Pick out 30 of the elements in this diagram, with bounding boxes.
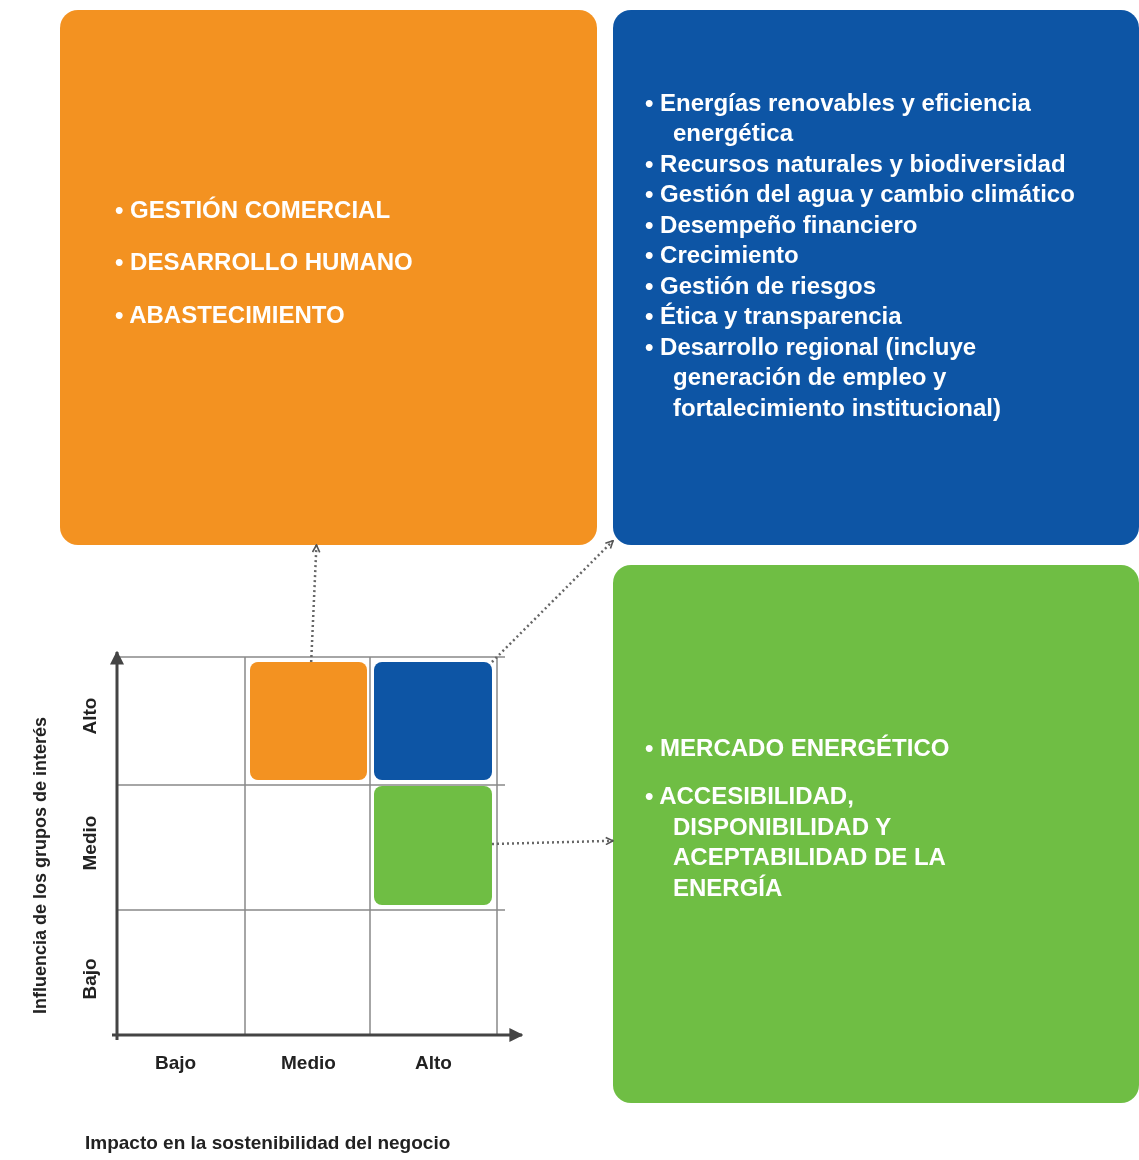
matrix-square <box>374 662 492 780</box>
topic-item: • MERCADO ENERGÉTICO <box>645 733 951 763</box>
topic-item: • Gestión de riesgos <box>645 270 878 301</box>
axis-tick-label: Medio <box>281 1052 336 1074</box>
axis-title: Impacto en la sostenibilidad del negocio <box>85 1132 451 1154</box>
topic-item: • Desempeño financiero <box>645 209 919 240</box>
topic-item: • Energías renovables y eficiencia energética <box>645 88 1032 149</box>
topic-item: • Desarrollo regional (incluye generación de empleo y fortalecimiento institucional) <box>645 331 1003 423</box>
topic-item: • Gestión del agua y cambio climático <box>645 179 1076 210</box>
topic-panel <box>613 10 1139 545</box>
arrow <box>309 544 321 663</box>
topic-panel <box>60 10 597 545</box>
arrow <box>491 539 614 663</box>
axis-tick-label: Medio <box>79 815 101 871</box>
axis-title: Influencia de los grupos de interés <box>29 715 51 1017</box>
topic-item: • ACCESIBILIDAD, DISPONIBILIDAD Y ACEPTABILIDAD DE LA ENERGÍA <box>645 781 946 903</box>
matrix-square <box>250 662 367 780</box>
topic-item: • Ética y transparencia <box>645 301 903 332</box>
axis-tick-label: Bajo <box>79 957 101 1002</box>
topic-item: • DESARROLLO HUMANO <box>115 247 414 278</box>
axis-tick-label: Alto <box>79 696 101 737</box>
topic-item: • ABASTECIMIENTO <box>115 299 346 330</box>
axis-tick-label: Bajo <box>155 1052 197 1074</box>
topic-panel <box>613 565 1139 1103</box>
matrix-square <box>374 786 492 905</box>
topic-item: • Recursos naturales y biodiversidad <box>645 148 1067 179</box>
axis-tick-label: Alto <box>415 1052 452 1074</box>
arrow <box>491 836 614 846</box>
topic-item: • Crecimiento <box>645 240 800 271</box>
topic-item: • GESTIÓN COMERCIAL <box>115 195 392 225</box>
